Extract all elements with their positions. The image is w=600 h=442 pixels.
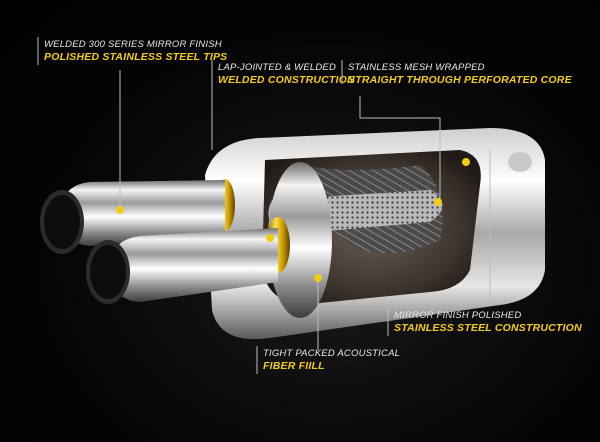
exhaust-tip-bottom <box>86 228 278 304</box>
label-welded-line1: Lap-Jointed & Welded <box>218 62 337 73</box>
label-fiber-line2: Fiber Fiill <box>263 360 325 372</box>
callout-lines <box>37 37 491 374</box>
label-core-line1: Stainless Mesh Wrapped <box>348 62 485 73</box>
label-tips-line2: Polished Stainless Steel Tips <box>44 51 228 63</box>
callout-dot-tips <box>116 206 124 214</box>
exhaust-tip-top <box>40 180 225 254</box>
label-fiber: Tight Packed Acoustical Fiber Fiill <box>263 347 400 373</box>
label-shell-line2: Stainless Steel Construction <box>394 322 582 334</box>
callout-dot-shell <box>462 158 470 166</box>
callout-dots <box>116 158 470 282</box>
callout-dot-fiber <box>314 274 322 282</box>
muffler-body <box>205 128 545 340</box>
label-welded: Lap-Jointed & Welded Welded Construction <box>218 61 355 87</box>
label-tips: Welded 300 Series Mirror Finish Polished… <box>44 38 227 64</box>
callout-dot-core <box>434 198 442 206</box>
label-shell-line1: Mirror Finish Polished <box>394 310 522 321</box>
label-core-line2: Straight Through Perforated Core <box>348 74 572 86</box>
label-welded-line2: Welded Construction <box>218 74 355 86</box>
label-fiber-line1: Tight Packed Acoustical <box>263 348 401 359</box>
label-core: Stainless Mesh Wrapped Straight Through … <box>348 61 572 87</box>
label-shell: Mirror Finish Polished Stainless Steel C… <box>394 309 582 335</box>
label-tips-line1: Welded 300 Series Mirror Finish <box>44 39 222 50</box>
callout-dot-welded <box>266 234 274 242</box>
